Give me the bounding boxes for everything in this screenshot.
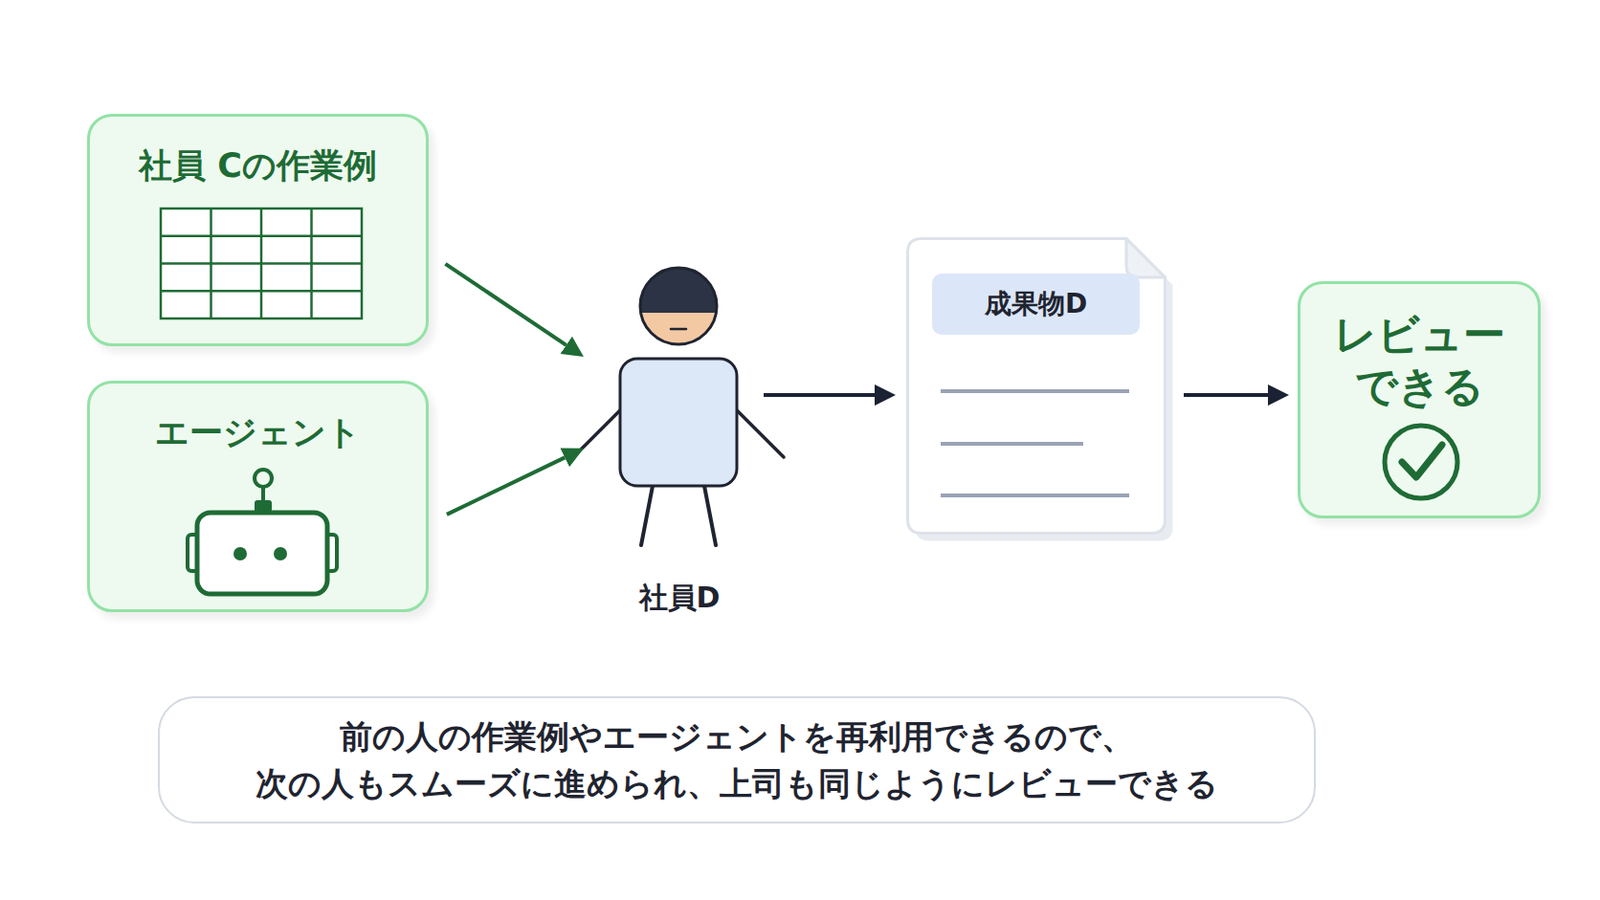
node-label: 社員D [564,578,795,618]
node-label: 社員 Cの作業例 [89,143,426,188]
employee-figure: 社員D [583,263,776,618]
example-box: 社員 Cの作業例 [87,113,429,347]
employee-figure-art [583,263,776,618]
agent-box: エージェント [87,380,429,613]
node-label: レビュー できる [1310,309,1529,413]
summary-box: 前の人の作業例やエージェントを再利用できるので、 次の人もスムーズに進められ、上… [157,696,1316,824]
node-label: エージェント [89,410,426,455]
deliverable-document: 成果物D [906,237,1167,535]
flow-arrow [446,457,565,515]
flow-arrow [1183,393,1268,398]
flow-arrow [444,264,566,346]
node-label: 前の人の作業例やエージェントを再利用できるので、 次の人もスムーズに進められ、上… [186,713,1288,808]
flow-arrow [763,393,875,398]
node-label: 成果物D [932,273,1140,335]
review-box: レビュー できる [1297,281,1541,519]
